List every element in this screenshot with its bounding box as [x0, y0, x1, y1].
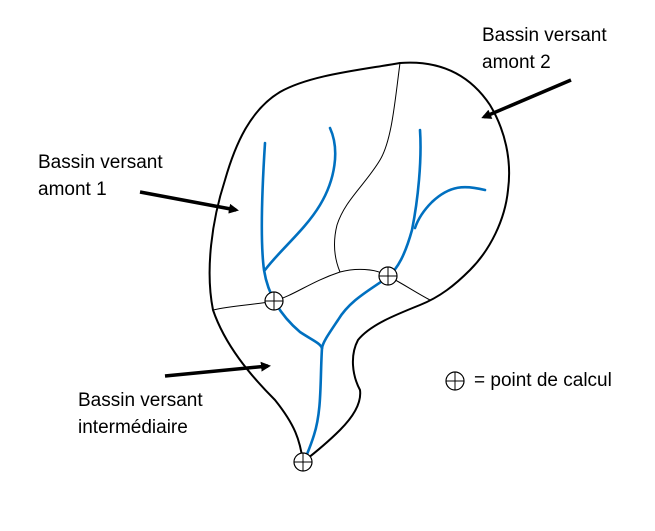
label-line: Bassin versant	[78, 390, 203, 411]
river-network	[260, 126, 487, 464]
label-line: Bassin versant	[482, 25, 607, 46]
label-line: amont 1	[38, 179, 107, 200]
sub-basin-divide	[333, 62, 401, 273]
label-line: Bassin versant	[38, 152, 163, 173]
arrow-amont1	[139, 190, 239, 214]
label-bassin-amont-2: Bassin versant amont 2	[482, 22, 607, 76]
label-bassin-amont-1: Bassin versant amont 1	[38, 149, 163, 203]
arrow-intermediaire	[164, 361, 271, 378]
watershed-outline	[208, 61, 511, 464]
calculation-point-icon	[445, 371, 465, 391]
label-line: amont 2	[482, 52, 551, 73]
calculation-point-icon	[264, 291, 284, 311]
calculation-point-icon	[378, 266, 398, 286]
sub-basin-divide	[212, 268, 431, 311]
calculation-point-icon	[293, 452, 313, 472]
label-line: intermédiaire	[78, 417, 188, 438]
label-bassin-intermediaire: Bassin versant intermédiaire	[78, 387, 203, 441]
arrow-amont2	[481, 78, 572, 119]
legend-text: = point de calcul	[474, 370, 612, 391]
